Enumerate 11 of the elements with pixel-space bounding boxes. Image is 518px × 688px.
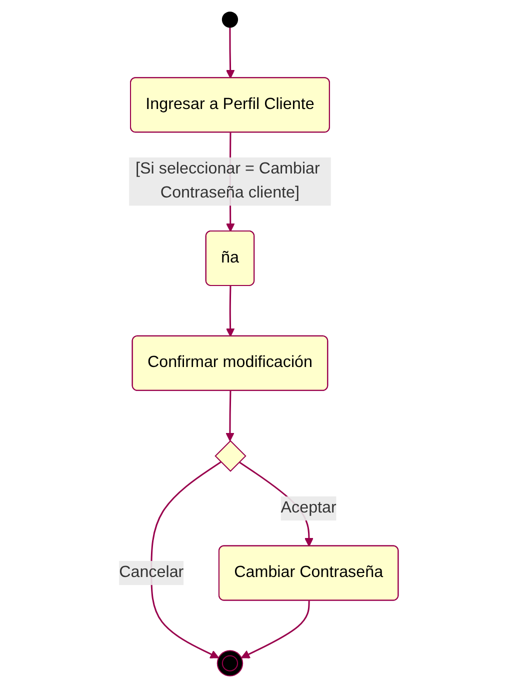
edge-label: Aceptar — [281, 499, 337, 517]
edge-label: Cancelar — [119, 564, 184, 582]
arrow — [226, 27, 236, 79]
arrow — [226, 390, 235, 442]
arrow — [226, 286, 236, 337]
node-circle — [217, 650, 244, 676]
arrow — [241, 600, 310, 658]
arrow — [150, 461, 222, 658]
edge-label: [Si seleccionar = Cambiar Contraseña cliente] — [136, 160, 320, 202]
node-diamond — [215, 440, 247, 472]
node-circle — [222, 12, 238, 28]
